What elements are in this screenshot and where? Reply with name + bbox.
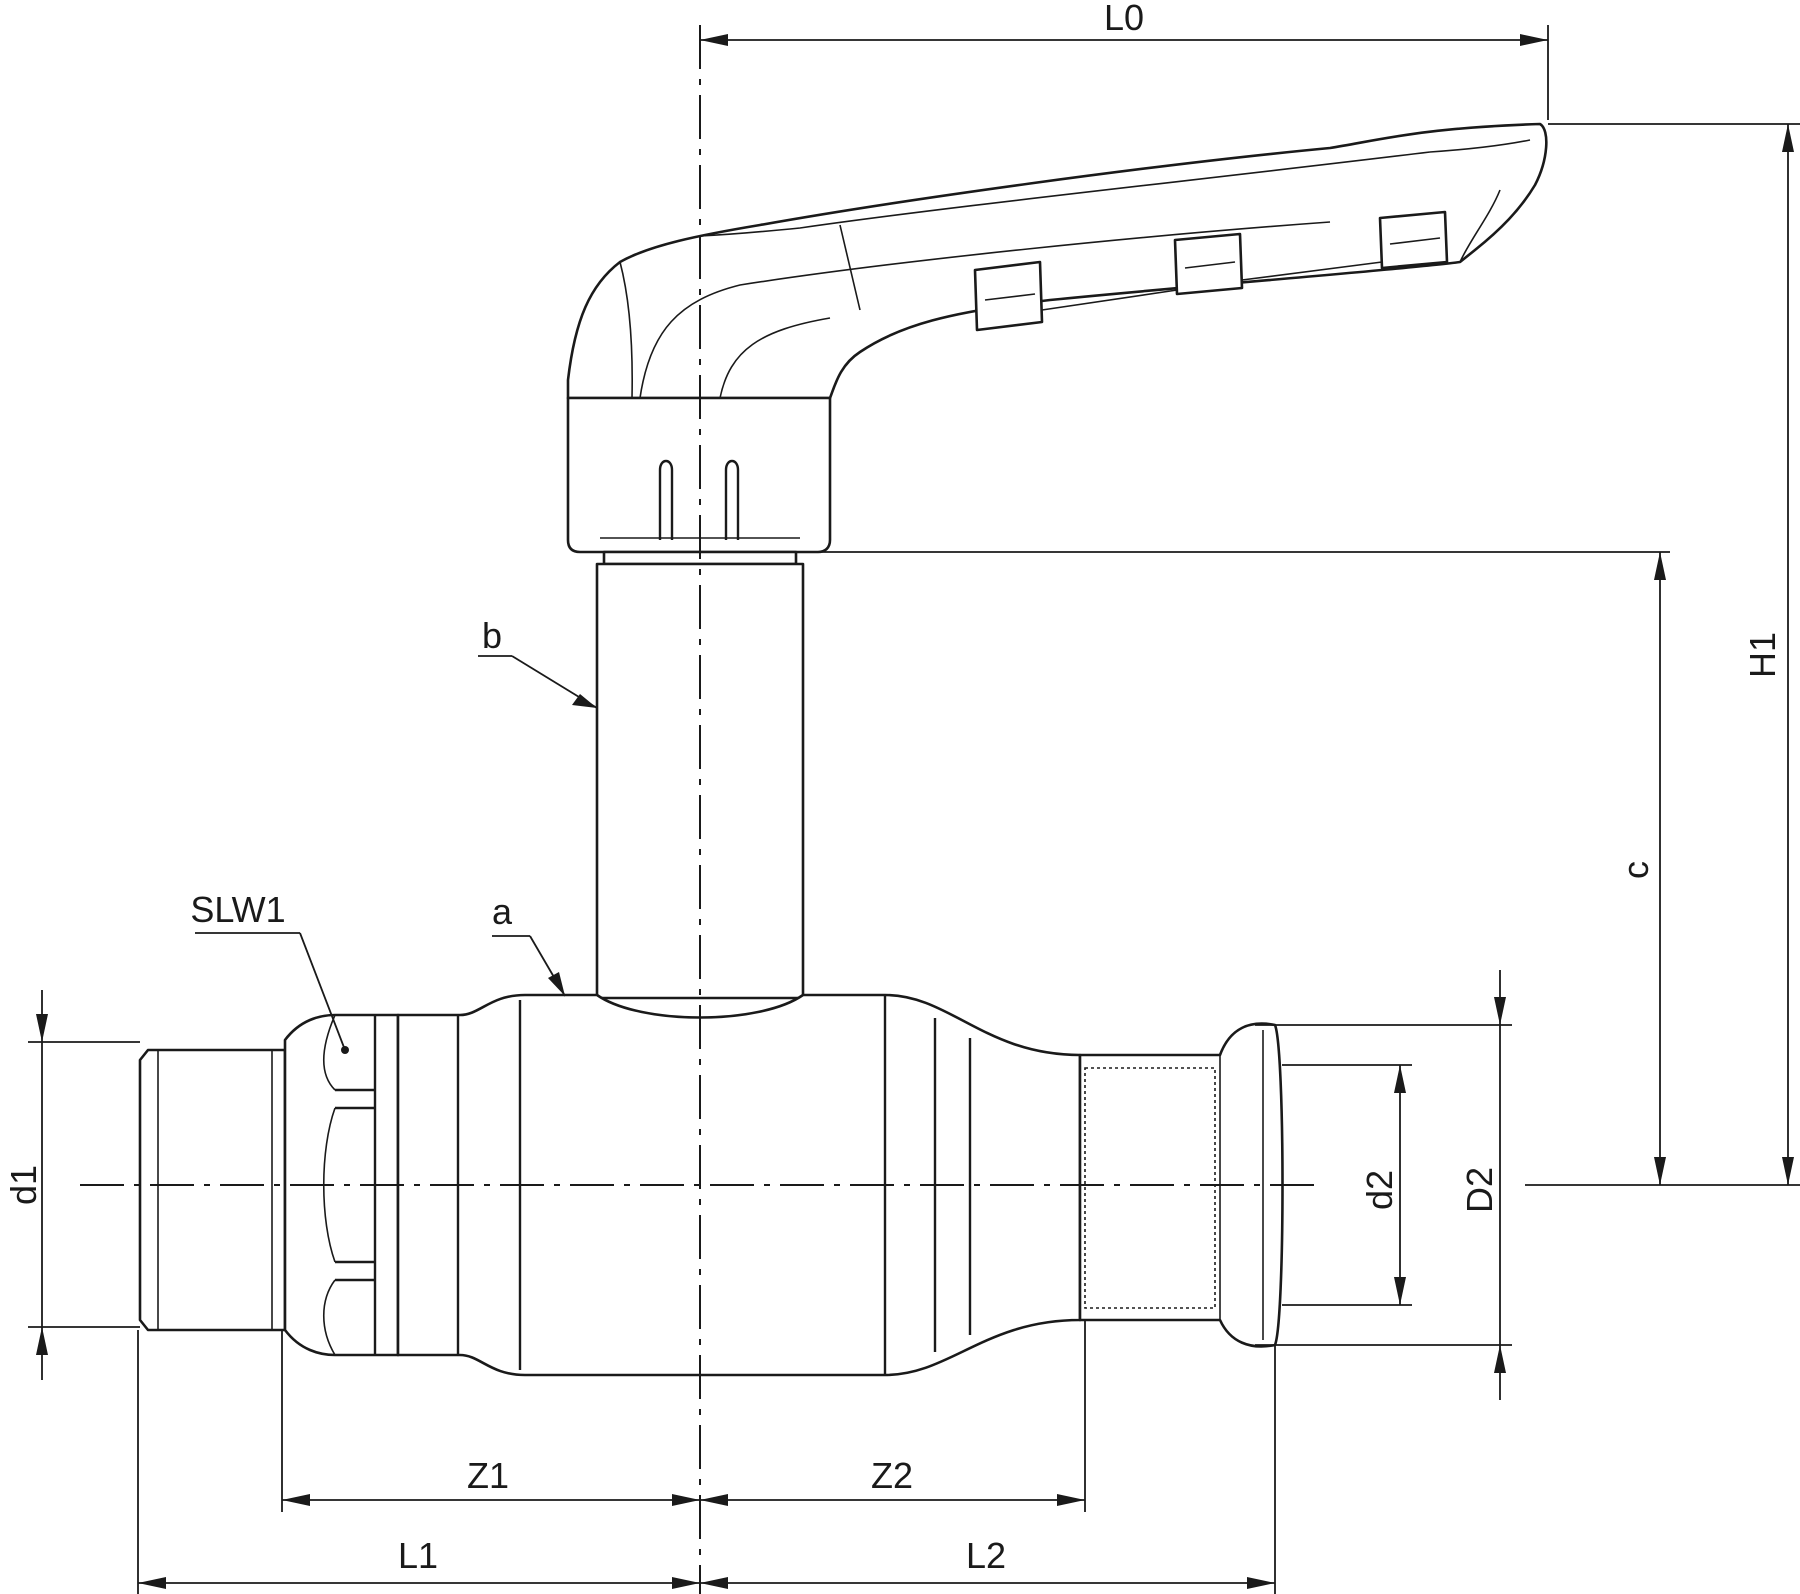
label-L2: L2 xyxy=(966,1535,1006,1576)
label-Z1: Z1 xyxy=(467,1455,509,1496)
dimension-c: c xyxy=(803,551,1670,1185)
grip-pad-2 xyxy=(1173,232,1244,296)
dimension-Z1: Z1 xyxy=(281,1330,700,1512)
label-SLW1: SLW1 xyxy=(190,889,285,930)
dimension-L1: L1 xyxy=(137,1330,700,1594)
label-d1: d1 xyxy=(3,1165,44,1205)
dimension-L0: L0 xyxy=(700,0,1549,120)
label-Z2: Z2 xyxy=(871,1455,913,1496)
left-threaded-end xyxy=(138,1048,287,1332)
label-L0: L0 xyxy=(1104,0,1144,38)
label-b: b xyxy=(482,615,502,656)
leader-a: a xyxy=(492,891,566,997)
label-D2: D2 xyxy=(1459,1167,1500,1213)
dimension-L2: L2 xyxy=(700,1345,1276,1594)
label-d2: d2 xyxy=(1359,1170,1400,1210)
grip-pad-3 xyxy=(1378,210,1449,270)
leader-b: b xyxy=(478,615,598,709)
label-L1: L1 xyxy=(398,1535,438,1576)
dimension-Z2: Z2 xyxy=(700,1320,1086,1512)
dimension-d2: d2 xyxy=(1282,1064,1412,1306)
lever-handle xyxy=(566,122,1548,400)
right-press-end xyxy=(1078,1022,1284,1348)
hex-nut xyxy=(283,1013,400,1357)
dimension-d1: d1 xyxy=(3,990,140,1380)
dimension-D2: D2 xyxy=(1255,970,1512,1400)
label-c: c xyxy=(1615,861,1656,879)
grip-pad-1 xyxy=(973,260,1044,332)
leader-SLW1: SLW1 xyxy=(190,889,346,1051)
label-H1: H1 xyxy=(1742,632,1783,678)
dimension-H1: H1 xyxy=(1525,123,1800,1186)
label-a: a xyxy=(492,891,513,932)
